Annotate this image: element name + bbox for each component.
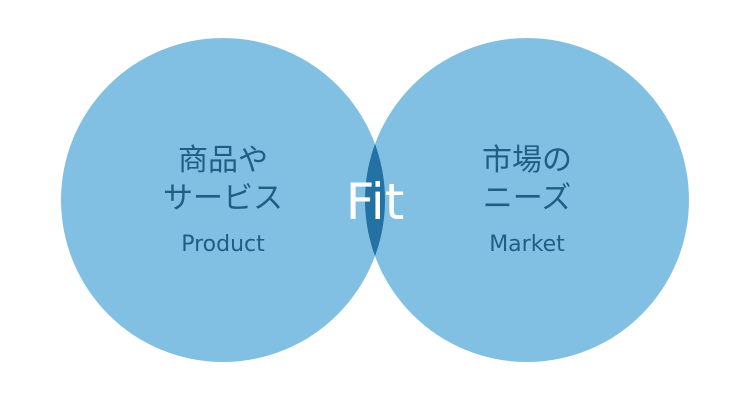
left-label-line-2: サービス xyxy=(163,181,283,216)
center-label-fit: Fit xyxy=(346,173,405,231)
right-label-line-2: ニーズ xyxy=(483,181,572,216)
left-circle-product xyxy=(61,38,385,362)
right-circle-market xyxy=(365,38,689,362)
right-label-line-1: 市場の xyxy=(482,143,572,178)
left-sublabel-product: Product xyxy=(181,232,265,257)
right-sublabel-market: Market xyxy=(489,232,565,257)
left-label-line-1: 商品や xyxy=(178,143,268,178)
